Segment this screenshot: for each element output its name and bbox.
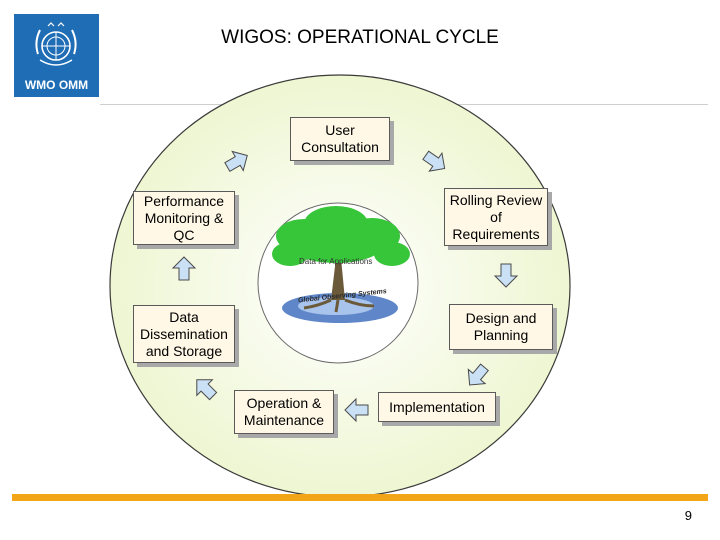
step-design-planning: Design and Planning [449, 304, 553, 350]
step-user-consultation: User Consultation [290, 117, 390, 161]
wmo-logo: WMO OMM [14, 14, 99, 97]
arrow-design-to-impl [467, 363, 489, 386]
un-emblem-icon [35, 22, 77, 66]
step-rolling-review: Rolling Review of Requirements [444, 188, 548, 246]
arrow-perf-to-user [224, 150, 248, 173]
slide-title: WIGOS: OPERATIONAL CYCLE [221, 27, 499, 48]
arrow-rolling-to-design [493, 263, 519, 288]
logo-text: WMO OMM [24, 78, 89, 92]
tree-label: Data for Applications [299, 257, 372, 266]
arrow-data-to-perf [171, 256, 197, 281]
arrow-operation-to-data [196, 379, 218, 401]
step-performance-monitoring: Performance Monitoring & QC [133, 191, 235, 245]
cycle-arrows [171, 150, 519, 423]
arrow-impl-to-operation [344, 397, 369, 423]
page-number: 9 [684, 508, 692, 523]
footer-rule [12, 494, 708, 501]
step-data-dissemination: Data Dissemination and Storage [133, 305, 235, 363]
step-operation-maintenance: Operation & Maintenance [234, 390, 334, 434]
arrow-user-to-rolling [422, 150, 446, 172]
step-implementation: Implementation [378, 392, 496, 422]
tree-illustration [272, 206, 410, 323]
